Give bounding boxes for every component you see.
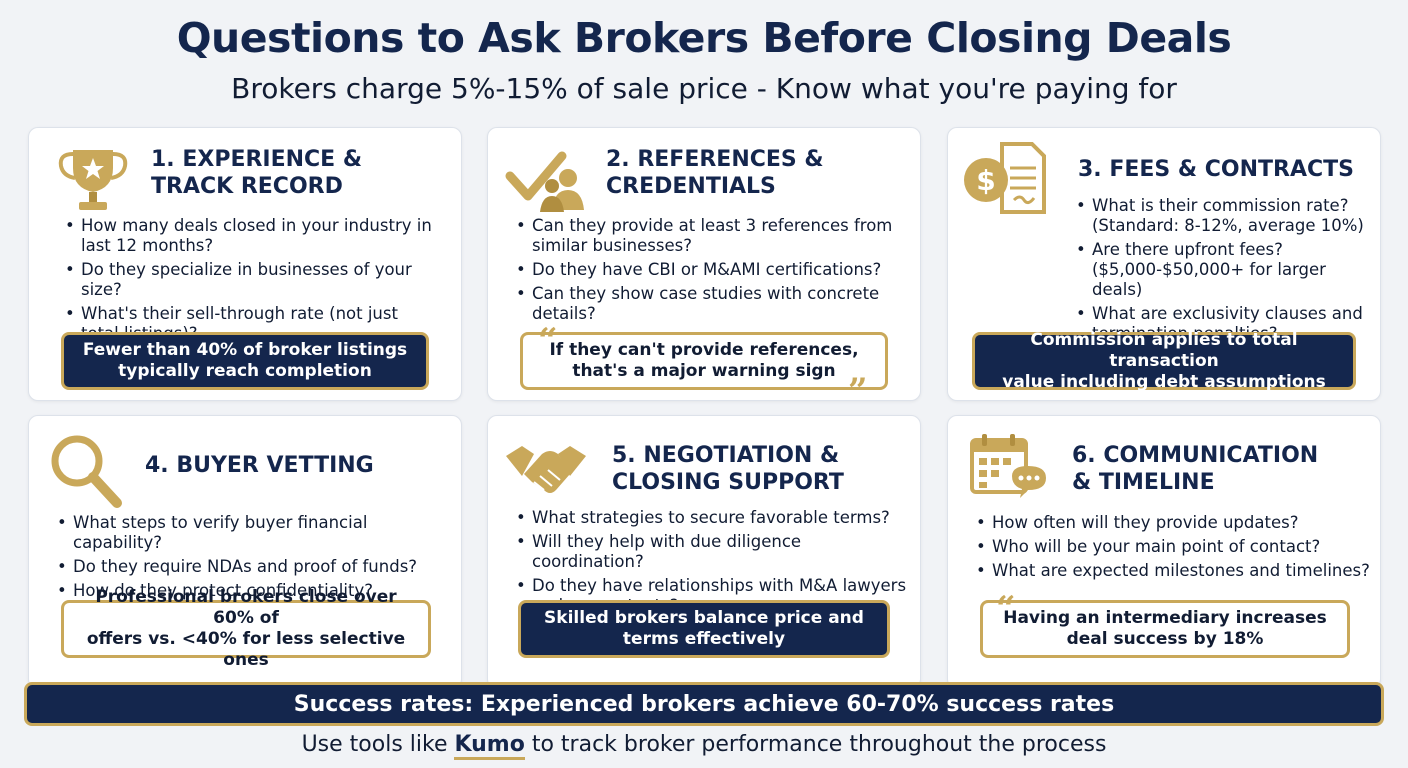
card-title: 2. REFERENCES & CREDENTIALS [606, 147, 824, 199]
list-item: How many deals closed in your industry i… [63, 216, 453, 256]
open-quote-icon: “ [538, 321, 558, 361]
card-title: 3. FEES & CONTRACTS [1078, 157, 1354, 182]
list-item: What is their commission rate? (Standard… [1074, 196, 1374, 236]
page-title: Questions to Ask Brokers Before Closing … [176, 14, 1232, 62]
card-negotiation: 5. NEGOTIATION & CLOSING SUPPORT What st… [487, 415, 921, 689]
magnifier-icon [51, 435, 122, 508]
card-title: 4. BUYER VETTING [145, 453, 374, 478]
list-item: How do they protect confidentiality? [55, 581, 459, 601]
list-item: How often will they provide updates? [974, 513, 1378, 533]
card-title: 6. COMMUNICATION & TIMELINE [1072, 443, 1319, 495]
open-quote-icon: “ [996, 589, 1016, 629]
bullet-list: How many deals closed in your industry i… [63, 216, 453, 348]
footer-note-lead: Use tools like [301, 732, 455, 757]
bullet-list: How often will they provide updates? Who… [974, 513, 1378, 585]
callout-box: If they can't provide references, that's… [520, 332, 888, 390]
footer-note: Use tools like Kumo to track broker perf… [0, 732, 1408, 760]
card-communication: 6. COMMUNICATION & TIMELINE How often wi… [947, 415, 1381, 689]
card-title: 1. EXPERIENCE & TRACK RECORD [151, 147, 363, 199]
bullet-list: What steps to verify buyer financial cap… [55, 513, 459, 605]
callout-box: Fewer than 40% of broker listings typica… [61, 332, 429, 390]
list-item: Do they specialize in businesses of your… [63, 260, 453, 300]
callout-box: Skilled brokers balance price and terms … [518, 600, 890, 658]
footer-note-tail: to track broker performance throughout t… [524, 732, 1107, 757]
list-item: Do they require NDAs and proof of funds? [55, 557, 459, 577]
list-item: What are expected milestones and timelin… [974, 561, 1378, 581]
svg-text:$: $ [976, 164, 995, 197]
card-experience: 1. EXPERIENCE & TRACK RECORD How many de… [28, 127, 462, 401]
list-item: What strategies to secure favorable term… [514, 508, 918, 528]
list-item: Will they help with due diligence coordi… [514, 532, 918, 572]
callout-box: Professional brokers close over 60% of o… [61, 587, 431, 670]
list-item: Can they show case studies with concrete… [514, 284, 914, 324]
check-people-icon [505, 151, 584, 212]
close-quote-icon: ” [848, 371, 868, 411]
dollar-document-icon: $ [964, 142, 1046, 214]
page-subtitle: Brokers charge 5%-15% of sale price - Kn… [231, 72, 1177, 105]
handshake-icon [506, 446, 586, 493]
callout-box: Commission applies to total transaction … [972, 330, 1356, 392]
card-title: 5. NEGOTIATION & CLOSING SUPPORT [612, 443, 844, 495]
trophy-icon [58, 150, 128, 210]
kumo-link[interactable]: Kumo [454, 732, 525, 760]
bullet-list: Can they provide at least 3 references f… [514, 216, 914, 328]
card-fees: $ 3. FEES & CONTRACTS What is their comm… [947, 127, 1381, 401]
callout-box: Having an intermediary increases deal su… [980, 600, 1350, 658]
calendar-chat-icon [970, 434, 1046, 498]
bullet-list: What is their commission rate? (Standard… [1074, 196, 1374, 348]
card-buyer-vetting: 4. BUYER VETTING What steps to verify bu… [28, 415, 462, 689]
list-item: What steps to verify buyer financial cap… [55, 513, 459, 553]
list-item: Can they provide at least 3 references f… [514, 216, 914, 256]
list-item: Who will be your main point of contact? [974, 537, 1378, 557]
success-rate-banner: Success rates: Experienced brokers achie… [24, 682, 1384, 726]
list-item: Do they have CBI or M&AMI certifications… [514, 260, 914, 280]
list-item: Are there upfront fees? ($5,000-$50,000+… [1074, 240, 1374, 300]
card-references: 2. REFERENCES & CREDENTIALS Can they pro… [487, 127, 921, 408]
